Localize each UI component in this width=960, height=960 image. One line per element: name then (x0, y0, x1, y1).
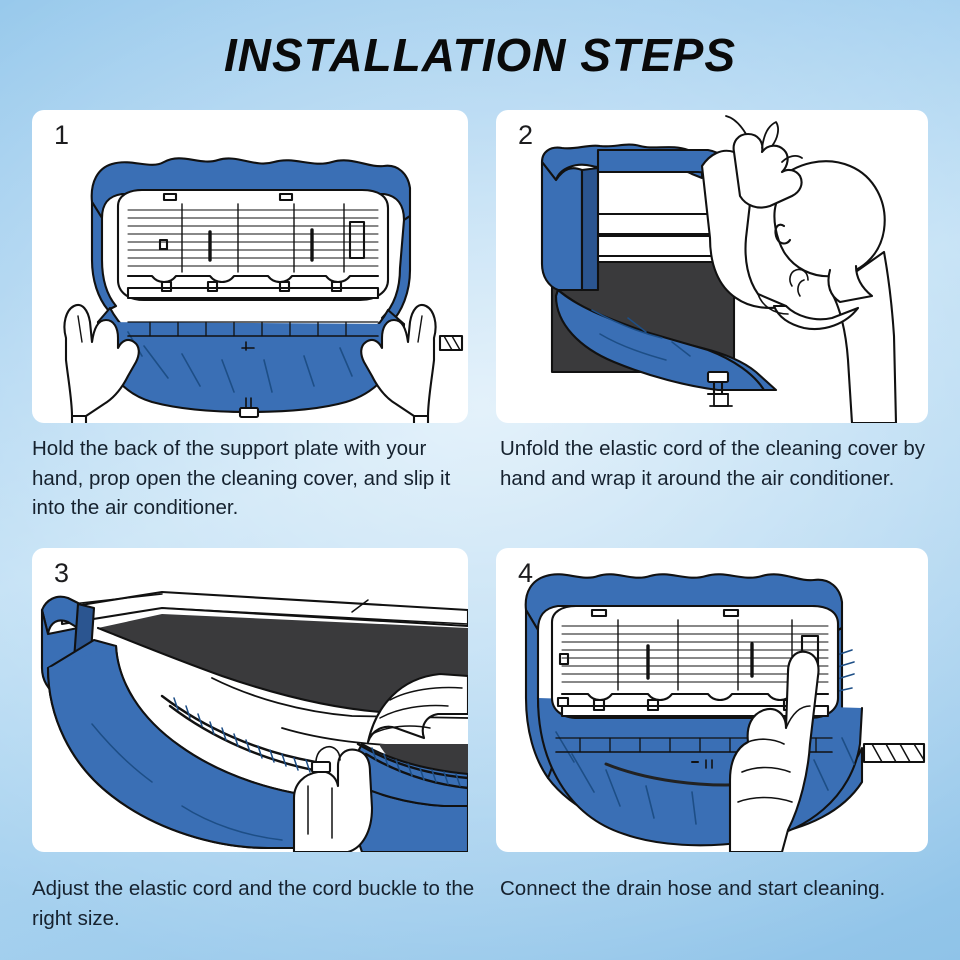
illustration-hands-adjusting-cord-buckle (40, 590, 468, 852)
step-caption-4: Connect the drain hose and start cleanin… (500, 877, 886, 900)
step-caption-1: Hold the back of the support plate with … (32, 437, 451, 520)
step-card-1: 1 (32, 110, 468, 423)
illustration-hands-holding-ac-with-cover (63, 157, 464, 423)
step-number-3: 3 (54, 558, 70, 588)
step-number-1: 1 (54, 120, 70, 150)
illustration-hand-spraying-ac-with-drain-hose (524, 573, 926, 852)
page-title: INSTALLATION STEPS (223, 29, 737, 81)
step-caption-2: Unfold the elastic cord of the cleaning … (500, 437, 926, 490)
step-caption-3: Adjust the elastic cord and the cord buc… (32, 877, 475, 930)
step-card-3: 3 (32, 548, 468, 852)
illustration-person-wrapping-elastic-cord (540, 115, 898, 423)
step-card-4: 4 (496, 548, 928, 852)
step-number-4: 4 (518, 558, 534, 588)
step-card-2: 2 (496, 110, 928, 423)
step-number-2: 2 (518, 120, 534, 150)
